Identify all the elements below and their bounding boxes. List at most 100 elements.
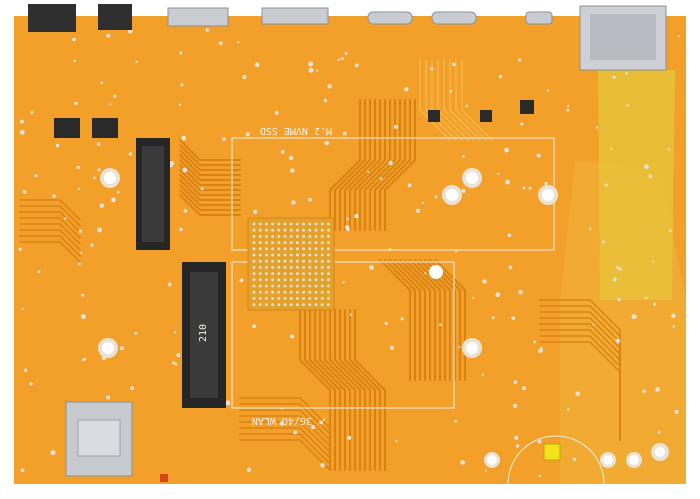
via	[537, 439, 542, 444]
via	[347, 435, 352, 440]
bga-pad	[296, 278, 299, 282]
via	[97, 227, 103, 233]
bga-pad	[327, 297, 330, 300]
via	[674, 409, 679, 414]
bga-pad	[289, 297, 293, 300]
via	[617, 298, 621, 302]
bga-pad	[271, 222, 274, 226]
via	[462, 155, 465, 158]
via	[504, 147, 509, 153]
bga-pad	[258, 222, 262, 226]
bga-pad	[308, 235, 312, 238]
trace	[19, 199, 81, 221]
via	[21, 307, 24, 310]
bga-pad	[277, 297, 281, 300]
ic-chip-5	[520, 100, 534, 114]
bga-pad	[308, 228, 312, 232]
via	[20, 119, 24, 124]
via	[113, 94, 117, 98]
bga-pad	[308, 278, 312, 282]
via	[135, 60, 138, 63]
trace	[19, 235, 81, 257]
via	[644, 164, 649, 169]
via	[93, 176, 96, 179]
via	[308, 67, 314, 73]
trace	[179, 194, 241, 216]
via	[648, 174, 653, 178]
bga-pad	[277, 235, 281, 238]
via	[218, 41, 223, 46]
via	[178, 103, 182, 107]
bga-pad	[314, 241, 318, 245]
via	[242, 75, 247, 80]
via	[293, 430, 298, 435]
trace	[379, 259, 411, 381]
trace	[179, 184, 241, 206]
trace	[239, 397, 331, 429]
bga-pad	[320, 222, 324, 226]
bga-pads	[252, 222, 330, 306]
trace	[239, 433, 331, 465]
bga-pad	[327, 241, 330, 245]
via	[76, 165, 80, 169]
via	[668, 148, 671, 151]
via	[388, 160, 393, 166]
trace	[404, 259, 436, 381]
bga-pad	[320, 290, 324, 294]
trace	[179, 159, 241, 181]
via	[612, 75, 616, 79]
bga-pad	[258, 247, 262, 251]
via	[369, 265, 374, 270]
bga-pad	[320, 284, 324, 288]
bga-pad	[271, 303, 274, 306]
via	[346, 227, 350, 232]
bga-pad	[277, 222, 281, 226]
bga-pad	[252, 266, 256, 269]
via	[96, 142, 101, 146]
bga-pad	[252, 303, 256, 306]
trace	[334, 309, 366, 471]
via	[567, 104, 570, 107]
bga-pad	[308, 247, 312, 251]
via	[536, 153, 541, 158]
via	[390, 345, 395, 350]
slot-size-label: 210	[198, 324, 209, 342]
via	[354, 213, 359, 219]
trace	[179, 154, 241, 176]
usb-c-connector-1	[367, 11, 413, 25]
trace	[394, 259, 426, 381]
via	[604, 183, 608, 187]
nvme-silkscreen-label: M.2 NVME SSD	[260, 125, 332, 136]
bga-pad	[283, 247, 287, 251]
trace	[354, 99, 386, 231]
via	[34, 174, 38, 178]
bga-pad	[302, 235, 305, 238]
via	[515, 444, 520, 448]
via	[344, 52, 348, 55]
bga-pad	[314, 253, 318, 257]
bga-pad	[320, 278, 324, 282]
mount-hole-4-center	[542, 189, 554, 201]
bga-pad	[320, 228, 324, 232]
bga-pad	[289, 272, 293, 275]
via	[37, 270, 41, 273]
via	[589, 227, 592, 230]
via	[176, 353, 181, 358]
via	[424, 272, 427, 275]
bga-pad	[320, 247, 324, 251]
ethernet-jack-inner	[590, 14, 656, 60]
bga-pad	[265, 259, 268, 263]
via	[128, 152, 133, 156]
bga-pad	[314, 297, 318, 300]
bga-pad	[258, 253, 262, 257]
bga-pad	[327, 235, 330, 238]
via	[481, 373, 484, 376]
via	[415, 208, 421, 213]
via	[522, 186, 526, 190]
bga-pad	[289, 241, 293, 245]
bga-pad	[308, 259, 312, 263]
bga-pad	[271, 297, 274, 300]
via	[449, 89, 453, 93]
bga-pad	[265, 278, 268, 282]
via	[340, 57, 344, 61]
